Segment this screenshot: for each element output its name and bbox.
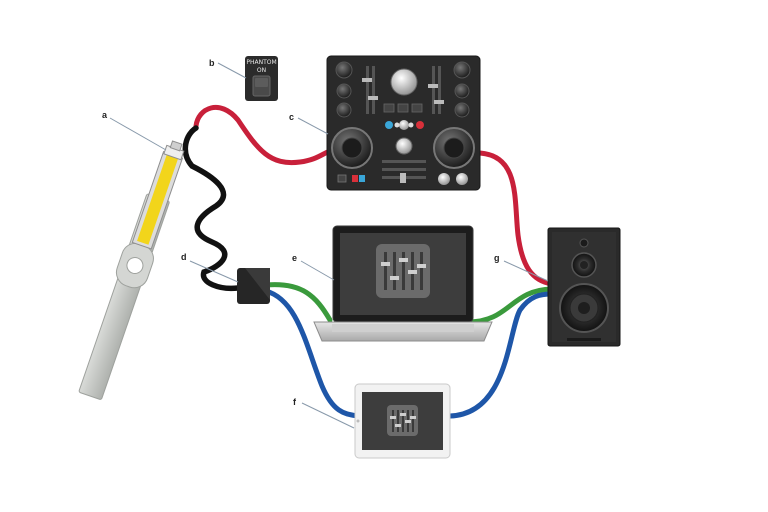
cable-green-laptop-to-speaker bbox=[465, 286, 555, 325]
label-c: c bbox=[289, 112, 329, 135]
label-a-text: a bbox=[102, 110, 108, 120]
laptop bbox=[313, 225, 493, 342]
label-a: a bbox=[102, 110, 167, 151]
label-b: b bbox=[209, 58, 247, 79]
label-d: d bbox=[181, 252, 239, 283]
cable-green-interface-to-laptop bbox=[263, 282, 333, 323]
label-g-text: g bbox=[494, 253, 500, 263]
cable-blue-interface-to-tablet bbox=[263, 288, 361, 419]
label-g: g bbox=[494, 253, 549, 282]
cable-red-mic-to-mixer bbox=[193, 105, 333, 166]
mixer-controller bbox=[326, 55, 481, 191]
microphone-rod bbox=[78, 140, 185, 400]
label-b-text: b bbox=[209, 58, 215, 68]
cable-blue-tablet-to-speaker bbox=[447, 291, 555, 419]
switch-label-line1: PHANTOM bbox=[246, 59, 276, 66]
mixer-sliders-icon bbox=[376, 244, 430, 298]
switch-label-line2: ON bbox=[257, 67, 266, 74]
label-e: e bbox=[292, 253, 335, 281]
phantom-power-switch: PHANTOM ON bbox=[245, 56, 278, 101]
speaker bbox=[547, 227, 621, 347]
label-f: f bbox=[293, 397, 355, 429]
tablet bbox=[354, 383, 451, 459]
label-c-text: c bbox=[289, 112, 294, 122]
mixer-sliders-icon bbox=[387, 405, 418, 436]
cable-red-mixer-to-speaker bbox=[477, 150, 555, 287]
cable-black-mic-to-interface bbox=[182, 125, 241, 292]
label-d-text: d bbox=[181, 252, 187, 262]
label-f-text: f bbox=[293, 397, 297, 407]
audio-interface bbox=[237, 268, 270, 304]
label-e-text: e bbox=[292, 253, 297, 263]
